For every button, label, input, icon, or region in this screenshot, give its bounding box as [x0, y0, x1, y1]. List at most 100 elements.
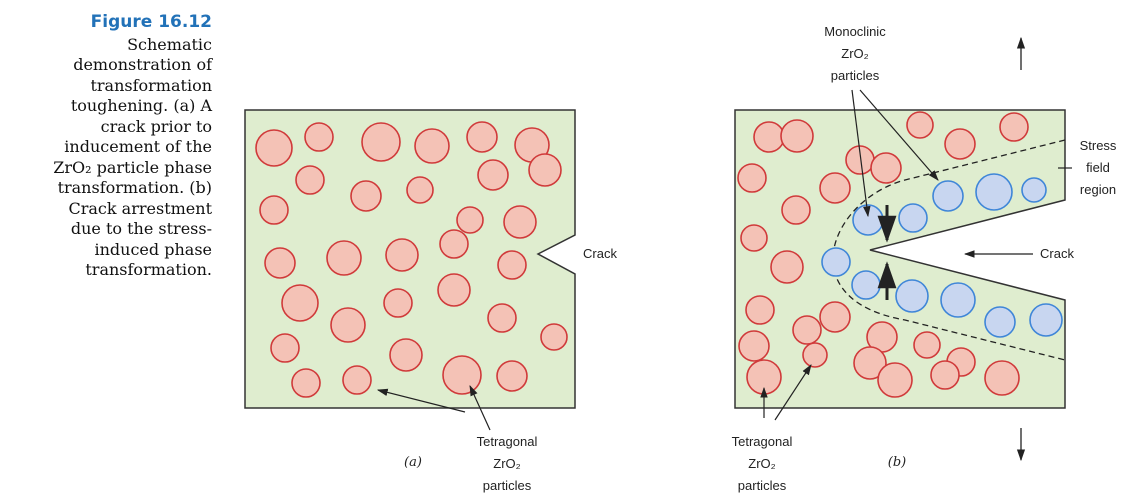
monoclinic-particle	[1029, 303, 1063, 337]
caption-line: inducement of the	[64, 137, 212, 156]
caption-line: induced phase	[94, 239, 213, 259]
monoclinic-particle	[932, 180, 964, 212]
tetragonal-particle	[877, 362, 913, 398]
tetragonal-particle	[780, 119, 814, 153]
crack-label-a: Crack	[583, 246, 617, 261]
tetragonal-particle	[264, 247, 296, 279]
stress-label-3: region	[1080, 182, 1116, 197]
crack-label-b: Crack	[1040, 246, 1074, 261]
tetragonal-particle	[792, 315, 822, 345]
caption-line: toughening. (a) A	[70, 96, 212, 115]
caption-line: due to the stress-	[70, 219, 212, 238]
panel-b: Monoclinic ZrO₂ particles Crack Stress f…	[732, 24, 1117, 493]
tetragonal-particle	[999, 112, 1029, 142]
tetragonal-particle	[361, 122, 401, 162]
tetragonal-particle	[439, 229, 469, 259]
monoclinic-particle	[852, 204, 884, 236]
particles-label-a-1: Tetragonal	[477, 434, 538, 449]
tetragonal-particle	[984, 360, 1020, 396]
caption-line: demonstration of	[73, 55, 212, 74]
tetragonal-particles-b	[737, 111, 1029, 398]
caption-line: ZrO₂ particle phase	[53, 157, 212, 177]
tetragonal-particle	[304, 122, 334, 152]
monoclinic-particle	[975, 173, 1013, 211]
caption-line: Crack arrestment	[68, 198, 213, 218]
stress-label-1: Stress	[1080, 138, 1117, 153]
tetragonal-particle	[330, 307, 366, 343]
pointer-arrow	[859, 89, 939, 181]
tetragonal-particle	[540, 323, 568, 351]
tetragonal-particle	[477, 159, 509, 191]
pointer-arrow	[774, 364, 812, 421]
tetragonal-particle	[255, 129, 293, 167]
caption-line: transformation.	[85, 260, 212, 279]
monoclinic-particle	[821, 247, 851, 277]
caption-line: transformation	[90, 75, 212, 95]
tetragonal-particle	[944, 128, 976, 160]
tetragonal-particle	[389, 338, 423, 372]
monoclinic-particle	[1021, 177, 1047, 203]
monoclinic-label-2: ZrO₂	[841, 46, 868, 61]
tetragonal-particle	[406, 176, 434, 204]
particles-label-a-3: particles	[483, 478, 532, 493]
caption-line: crack prior to	[100, 116, 212, 136]
tetragonal-particle	[802, 342, 828, 368]
monoclinic-particles	[821, 173, 1063, 338]
particles-label-b-3: particles	[738, 478, 787, 493]
tetragonal-particle	[770, 250, 804, 284]
tetragonal-particle	[930, 360, 960, 390]
tetragonal-particle	[442, 355, 482, 395]
tetragonal-particle	[740, 224, 768, 252]
tetragonal-particle	[326, 240, 362, 276]
caption-line: transformation. (b)	[57, 178, 212, 197]
monoclinic-label-1: Monoclinic	[824, 24, 886, 39]
tetragonal-particle	[913, 331, 941, 359]
particles-label-b-2: ZrO₂	[748, 456, 775, 471]
stress-field-boundary	[832, 139, 1066, 361]
pointer-arrow	[851, 89, 871, 218]
tetragonal-particles-a	[255, 121, 568, 398]
tetragonal-particle	[906, 111, 934, 139]
tetragonal-particle	[528, 153, 562, 187]
tetragonal-particle	[737, 163, 767, 193]
monoclinic-particle	[895, 279, 929, 313]
tetragonal-particle	[745, 295, 775, 325]
panel-a: Crack Tetragonal ZrO₂ particles (a)	[244, 109, 617, 493]
monoclinic-label-3: particles	[831, 68, 880, 83]
tetragonal-particle	[753, 121, 785, 153]
tetragonal-particle	[414, 128, 450, 164]
tetragonal-particle	[350, 180, 382, 212]
stress-label-2: field	[1086, 160, 1110, 175]
tetragonal-particle	[819, 301, 851, 333]
panel-label-b: (b)	[888, 455, 906, 470]
tetragonal-particle	[497, 250, 527, 280]
monoclinic-particle	[898, 203, 928, 233]
tetragonal-particle	[738, 330, 770, 362]
tetragonal-particle	[781, 195, 811, 225]
tetragonal-particle	[295, 165, 325, 195]
tetragonal-particle	[342, 365, 372, 395]
tetragonal-particle	[496, 360, 528, 392]
figure-label: Figure 16.12	[90, 12, 212, 32]
monoclinic-particle	[851, 270, 881, 300]
monoclinic-particle	[984, 306, 1016, 338]
particles-label-a-2: ZrO₂	[493, 456, 520, 471]
tetragonal-particle	[259, 195, 289, 225]
pointer-arrow	[376, 388, 466, 413]
tetragonal-particle	[270, 333, 300, 363]
tetragonal-particle	[437, 273, 471, 307]
tetragonal-particle	[487, 303, 517, 333]
tetragonal-particle	[281, 284, 319, 322]
pointer-arrow	[469, 385, 491, 431]
tetragonal-particle	[456, 206, 484, 234]
tetragonal-particle	[466, 121, 498, 153]
figure-caption: Figure 16.12 Schematic demonstration of …	[0, 12, 212, 281]
tetragonal-particle	[819, 172, 851, 204]
tetragonal-particle	[383, 288, 413, 318]
tetragonal-particle	[853, 346, 887, 380]
tetragonal-particle	[291, 368, 321, 398]
tetragonal-particle	[385, 238, 419, 272]
panel-label-a: (a)	[404, 455, 422, 470]
particles-label-b-1: Tetragonal	[732, 434, 793, 449]
